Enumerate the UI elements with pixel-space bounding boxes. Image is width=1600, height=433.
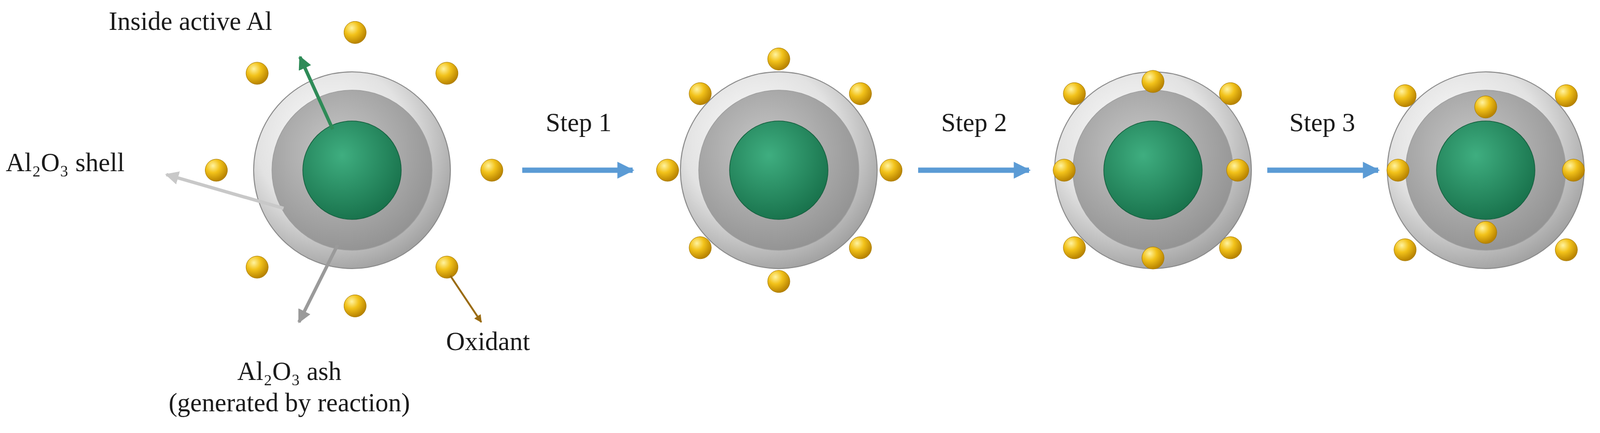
- active-al-core: [302, 121, 402, 220]
- oxidant-dot: [1053, 159, 1076, 182]
- leader-arrows: [166, 56, 482, 323]
- step-arrow: [918, 167, 1030, 174]
- oxidant-dot: [1474, 95, 1497, 119]
- part-label: Inside active Al: [108, 5, 273, 38]
- oxidant-dot: [205, 159, 228, 182]
- oxidant-dot: [1386, 159, 1410, 182]
- active-al-core: [1103, 121, 1203, 220]
- oxidant-dot: [435, 62, 459, 85]
- oxidant-dot: [1219, 236, 1242, 259]
- oxidant-dot: [880, 159, 903, 182]
- leader-line: [299, 56, 333, 130]
- part-label: Oxidant: [446, 325, 530, 358]
- oxidant-dot: [1226, 159, 1249, 182]
- part-label: Al₂O₃ ash (generated by reaction): [168, 355, 411, 419]
- oxidant-dot: [1141, 70, 1165, 93]
- al2o3-ash: [1405, 90, 1566, 251]
- al2o3-ash: [698, 90, 859, 251]
- oxidant-dot: [1394, 84, 1417, 108]
- oxidant-dot: [1555, 84, 1578, 108]
- step-label: Step 2: [941, 107, 1008, 139]
- al2o3-ash: [271, 90, 433, 251]
- oxidant-dot: [480, 159, 503, 182]
- oxidant-dot: [767, 270, 790, 293]
- oxidant-dot: [689, 236, 712, 259]
- active-al-core: [1436, 121, 1535, 220]
- al2o3-shell: [1054, 71, 1252, 269]
- step-label: Step 1: [545, 107, 612, 139]
- leader-line: [166, 174, 284, 209]
- al2o3-shell: [680, 71, 878, 269]
- al2o3-shell: [253, 71, 451, 269]
- al-particle: [205, 21, 503, 317]
- active-al-core: [729, 121, 828, 220]
- oxidant-dot: [1394, 238, 1417, 261]
- oxidant-dot: [343, 21, 367, 44]
- step-arrow: [1267, 167, 1379, 174]
- oxidant-dot: [245, 62, 269, 85]
- oxidant-dot: [1063, 82, 1086, 105]
- oxidant-dot: [1219, 82, 1242, 105]
- oxidant-dot: [849, 82, 872, 105]
- al-particle: [1386, 71, 1585, 269]
- part-label: Al₂O₃ shell: [5, 147, 125, 179]
- oxidant-dot: [849, 236, 872, 259]
- step-arrows: [522, 170, 1379, 171]
- step-label: Step 3: [1289, 107, 1356, 139]
- oxidant-dot: [245, 256, 269, 279]
- oxidant-dot: [435, 256, 459, 279]
- oxidant-dot: [1141, 246, 1165, 270]
- oxidant-dot: [656, 159, 679, 182]
- leader-line: [298, 244, 338, 323]
- al-particle: [1053, 70, 1252, 270]
- oxidant-dot: [1562, 159, 1585, 182]
- al2o3-shell: [1387, 71, 1585, 269]
- oxidant-dot: [767, 47, 790, 70]
- leader-line: [450, 275, 482, 323]
- al2o3-ash: [1072, 90, 1234, 251]
- oxidant-dot: [1063, 236, 1086, 259]
- oxidant-dot: [1555, 238, 1578, 261]
- oxidant-dot: [343, 294, 367, 317]
- oxidant-dot: [1474, 221, 1497, 244]
- particles: [205, 21, 1585, 317]
- al-particle: [656, 47, 902, 293]
- step-arrow: [522, 167, 633, 174]
- oxidant-dot: [689, 82, 712, 105]
